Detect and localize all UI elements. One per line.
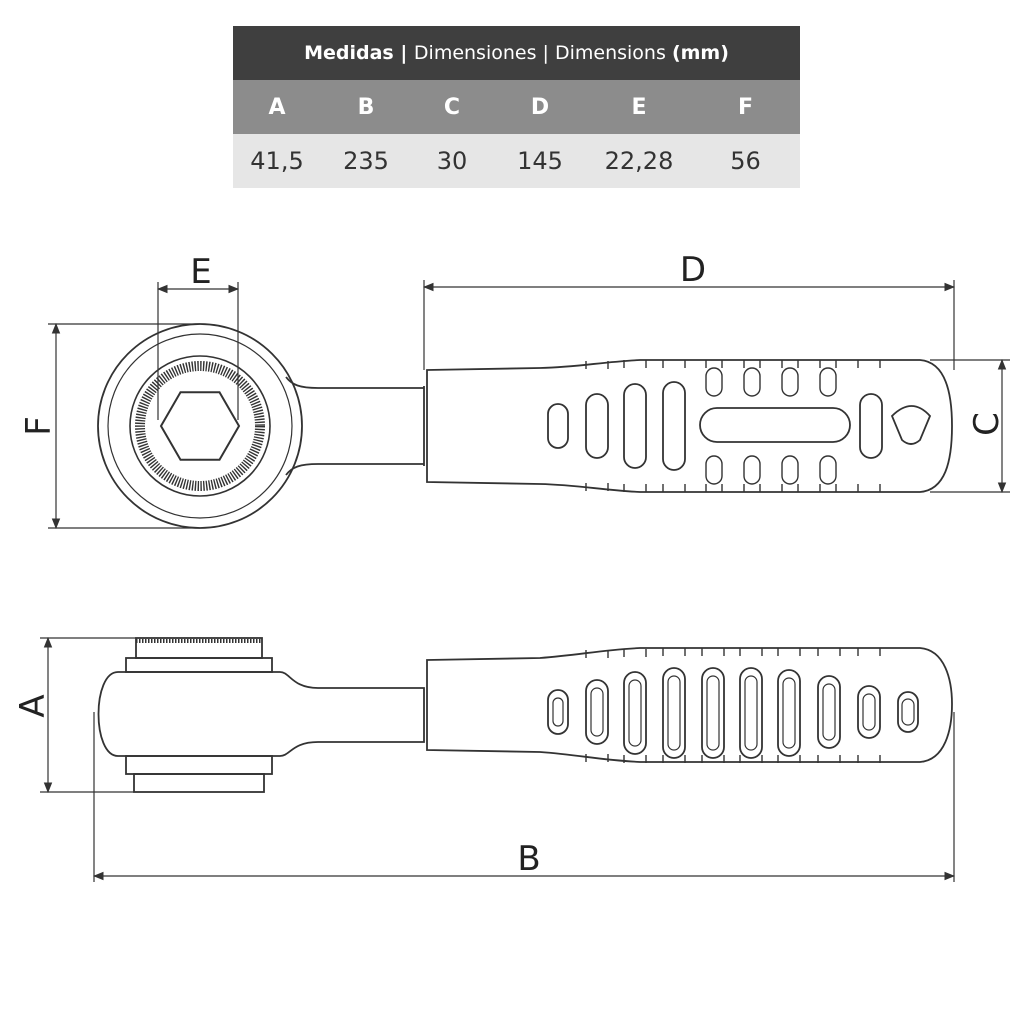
grip-slot <box>547 403 569 449</box>
handle-outline <box>426 359 953 493</box>
label-d: D <box>680 250 706 290</box>
label-b: B <box>517 839 540 879</box>
side-edge-notches <box>585 648 881 763</box>
title-dimensiones: Dimensiones <box>413 42 537 64</box>
value-c: 30 <box>436 147 468 175</box>
label-f: F <box>19 416 59 436</box>
value-f: 56 <box>730 147 761 175</box>
hang-hole <box>890 405 932 445</box>
header-b: B <box>357 94 375 120</box>
side-drive-square <box>133 773 265 793</box>
top-view <box>97 323 953 529</box>
ratchet-gear-ring <box>129 355 271 497</box>
title-separator-2: | <box>536 42 555 64</box>
neck-lower-edge <box>285 463 424 476</box>
dimensions-table: Medidas | Dimensiones | Dimensions (mm) … <box>233 26 800 188</box>
side-handle-outline <box>426 647 953 763</box>
title-dimensions: Dimensions <box>554 42 666 64</box>
side-collar-bottom <box>125 755 273 775</box>
header-a: A <box>268 94 286 120</box>
table-header-row: A B C D E F <box>233 80 800 134</box>
grip-slot <box>623 383 647 469</box>
label-e: E <box>190 252 211 292</box>
title-separator-1: | <box>393 42 414 64</box>
table-title: Medidas | Dimensiones | Dimensions (mm) <box>233 26 800 80</box>
title-unit: (mm) <box>671 42 729 64</box>
side-collar-top <box>125 657 273 673</box>
title-medidas: Medidas <box>304 42 394 64</box>
value-a: 41,5 <box>250 147 304 175</box>
table-value-row: 41,5 235 30 145 22,28 56 <box>233 134 800 188</box>
grip-dots-top-view <box>705 367 837 485</box>
side-view <box>97 637 953 793</box>
value-d: 145 <box>517 147 563 175</box>
header-e: E <box>631 94 647 120</box>
header-c: C <box>443 94 461 120</box>
label-a: A <box>13 694 53 717</box>
header-f: F <box>737 94 754 120</box>
grip-slot <box>859 393 883 459</box>
ratchet-teeth <box>135 361 265 491</box>
side-body <box>97 671 425 757</box>
neck-upper-edge <box>285 376 424 389</box>
side-grip-slots <box>547 667 919 759</box>
dimension-lines <box>40 280 1010 882</box>
ratchet-head-inner-ring <box>107 333 293 519</box>
value-e: 22,28 <box>604 147 674 175</box>
grip-slot <box>662 381 686 471</box>
label-c: C <box>967 412 1007 436</box>
value-b: 235 <box>343 147 389 175</box>
hex-socket <box>159 391 241 461</box>
handle-long-slot <box>699 407 851 443</box>
header-d: D <box>530 94 550 120</box>
grip-slot <box>585 393 609 459</box>
edge-notches-top <box>585 360 881 492</box>
